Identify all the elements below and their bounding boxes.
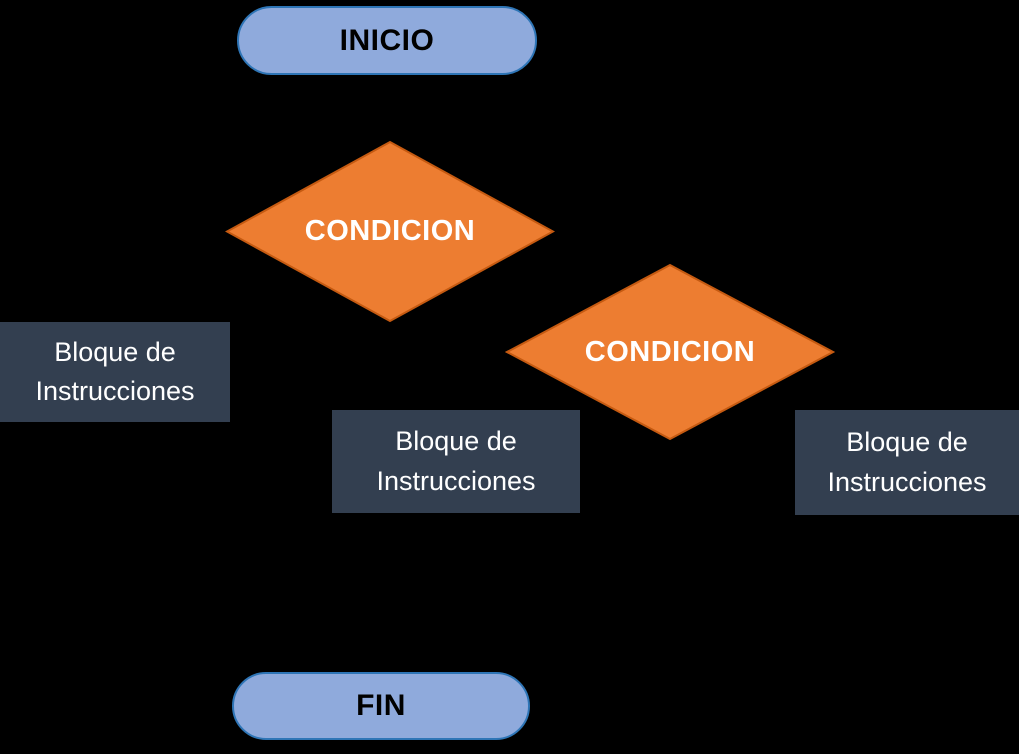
diamond-shape-icon xyxy=(505,263,835,441)
instruction-block-right-label: Bloque de Instrucciones xyxy=(827,427,987,497)
instruction-block-left: Bloque de Instrucciones xyxy=(0,322,230,422)
end-terminator: FIN xyxy=(232,672,530,740)
instruction-block-right: Bloque de Instrucciones xyxy=(795,410,1019,515)
decision-1-label: CONDICION xyxy=(304,215,476,247)
end-label: FIN xyxy=(356,689,406,722)
diamond-shape-icon xyxy=(225,140,555,323)
instruction-block-middle-label: Bloque de Instrucciones xyxy=(376,426,536,496)
decision-2-label: CONDICION xyxy=(584,335,756,368)
instruction-block-left-label: Bloque de Instrucciones xyxy=(35,336,195,406)
start-terminator: INICIO xyxy=(237,6,537,75)
instruction-block-middle: Bloque de Instrucciones xyxy=(332,410,580,513)
decision-diamond-1: CONDICION xyxy=(225,140,555,323)
decision-diamond-2: CONDICION xyxy=(505,263,835,441)
start-label: INICIO xyxy=(339,23,435,57)
